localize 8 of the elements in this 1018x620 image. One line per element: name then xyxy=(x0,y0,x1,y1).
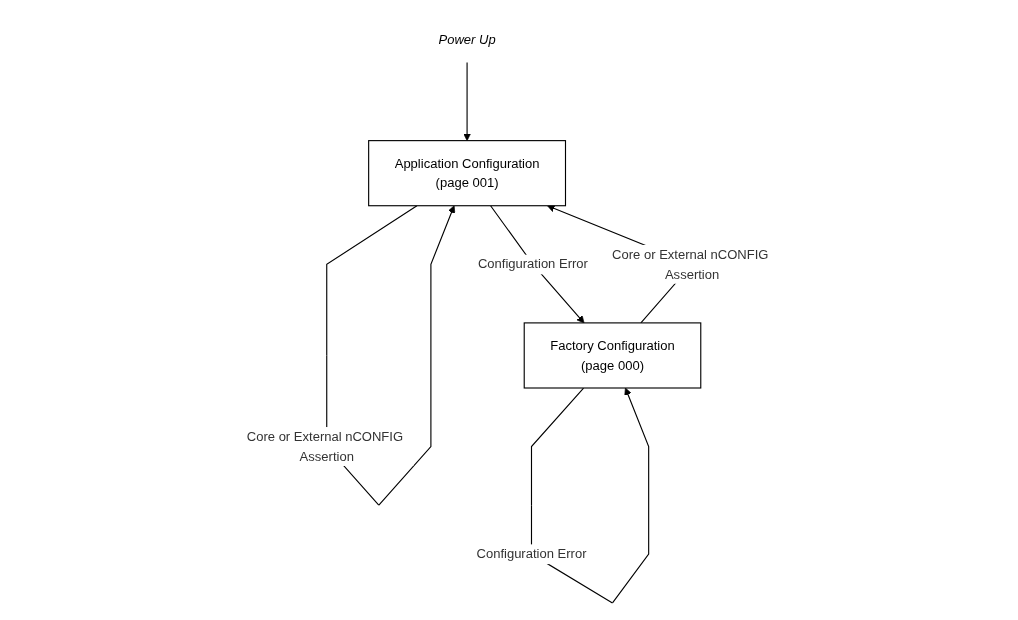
edge-label: Core or External nCONFIG Assertion xyxy=(611,246,769,281)
node-text: Power Up xyxy=(438,31,496,47)
arrow xyxy=(462,61,471,141)
edge-label: Configuration Error xyxy=(476,546,587,561)
edge-label: Core or External nCONFIG Assertion xyxy=(246,428,403,464)
edge-label: Configuration Error xyxy=(477,256,588,272)
node-box: Application Configuration (page 001) xyxy=(367,140,566,207)
node-box: Factory Configuration (page 000) xyxy=(523,322,701,389)
